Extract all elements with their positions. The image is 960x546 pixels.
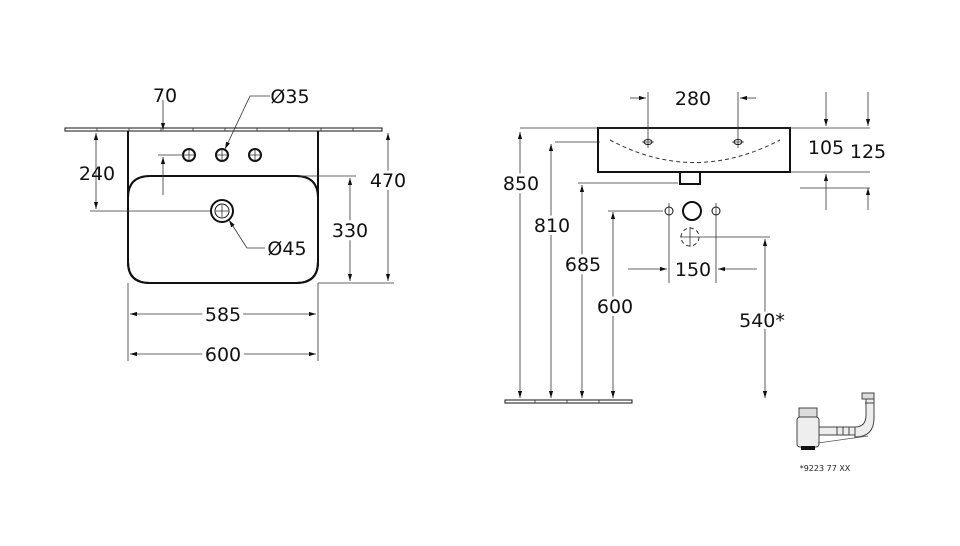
dim-bowl-depth: 330 [332,220,368,242]
supply-holes [664,201,770,283]
dim-depth: 470 [370,170,406,192]
waste-trap-illustration: *9223 77 XX [796,392,875,473]
dim-drain-hole: Ø45 [267,238,306,260]
bowl-outline [127,175,319,284]
tap-holes [182,148,262,162]
dim-drain-height: 540* [739,310,785,332]
dim-supply-spacing: 150 [675,259,711,281]
dim-810: 810 [534,215,570,237]
drain-hole [210,199,234,223]
dim-850: 850 [503,173,539,195]
dim-total-height: 125 [850,141,886,163]
part-number: *9223 77 XX [800,464,851,473]
dim-drain-from-wall: 240 [79,163,115,185]
basin-outline [127,131,319,284]
dim-width: 600 [205,344,241,366]
floor-line [504,399,633,404]
dim-tap-offset: 70 [153,85,177,107]
side-view: 280 105 125 850 810 685 600 150 540* [500,88,889,404]
dim-600: 600 [597,296,633,318]
top-view: 70 Ø35 240 470 330 Ø45 585 600 [64,85,409,370]
dim-685: 685 [565,254,601,276]
dim-tap-spacing: 280 [675,88,711,110]
dim-inner-width: 585 [205,304,241,326]
dim-rim-height: 105 [808,137,844,159]
basin-front [597,127,791,185]
wall-line [64,127,383,132]
dim-tap-hole: Ø35 [270,86,309,108]
